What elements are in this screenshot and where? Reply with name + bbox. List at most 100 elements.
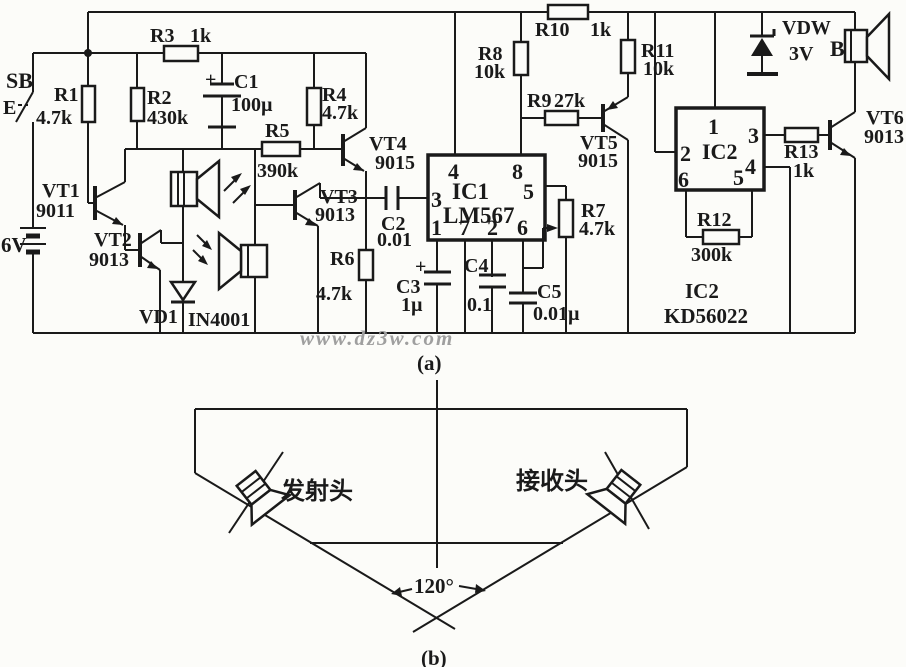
r7-name: R7 [581,200,605,222]
c1-value: 100µ [231,94,273,116]
speaker-label: B [830,36,845,61]
vt1-name: VT1 [42,180,80,202]
ic2-box [674,106,766,192]
vt2-emitter-arrow-icon [147,261,158,269]
r13-name: R13 [784,141,818,163]
ic1-pin3: 3 [431,187,442,212]
angle-label: 120° [414,574,454,598]
r12-name: R12 [697,209,731,231]
r5-name: R5 [265,120,289,142]
potentiometer-r7 [557,198,575,239]
junction-dot [84,49,92,57]
vdw-value: 3V [789,43,814,65]
vd1-name: VD1 [139,306,178,328]
resistor-r10 [546,3,590,21]
c3-value: 1µ [401,294,423,316]
ic2-pin6: 6 [678,167,689,192]
ic2-pin1: 1 [708,114,719,139]
sb-label: SB [6,68,33,93]
r11-value: 10k [643,58,675,80]
speaker-icon [843,10,891,83]
resistor-r8 [512,40,530,77]
receive-head-icon [584,468,643,527]
c5-name: C5 [537,281,561,303]
r6-name: R6 [330,248,354,270]
watermark: www.dz3w.com [300,326,454,350]
r11-name: R11 [641,40,674,62]
ic1-model: LM567 [443,203,515,228]
vt3-emitter-arrow-icon [305,218,316,226]
r1-name: R1 [54,84,78,106]
r10-value: 1k [590,19,612,41]
transmit-head-icon [234,469,293,528]
vt6-emitter-arrow-icon [840,148,851,156]
ic1-pin2: 2 [487,215,498,240]
ic1-pin7: 7 [459,215,470,240]
ic1-pin4: 4 [448,159,459,184]
switch-blade [15,91,34,123]
ic1-pin8: 8 [512,159,523,184]
ic2-inner-name: IC2 [702,139,737,164]
capacitor-c3 [424,270,451,286]
r2-value: 430k [147,107,189,129]
switch-actuator-label: E [3,97,16,119]
ic1-name: IC1 [452,179,489,204]
vt1-emitter-arrow-icon [112,217,123,225]
r6-value: 4.7k [316,283,353,305]
receive-head-label: 接收头 [516,467,588,495]
circuit-wires [32,11,856,334]
r3-name: R3 [150,25,174,47]
diode-vd1 [168,280,198,304]
ic2-ref: IC2 [685,279,719,303]
resistor-r1 [80,84,97,124]
vdw-name: VDW [782,17,831,39]
r13-value: 1k [793,160,815,182]
capacitor-c4 [479,273,506,289]
r1-value: 4.7k [36,107,73,129]
capacitor-c2 [384,186,400,210]
r12-value: 300k [691,244,733,266]
ic2-pin2: 2 [680,141,691,166]
r2-name: R2 [147,87,171,109]
section-b-label: (b) [421,646,447,667]
vt3-model: 9013 [315,204,355,226]
resistor-r11 [619,38,637,75]
ultrasonic-transmitter-icon [169,158,251,220]
r4-value: 4.7k [322,102,359,124]
capacitor-c5 [509,291,537,305]
r3-value: 1k [190,25,212,47]
c3-name: C3 [396,276,420,298]
r8-value: 10k [474,61,506,83]
r4-name: R4 [322,84,346,106]
r10-name: R10 [535,19,569,41]
r7-value: 4.7k [579,218,616,240]
c1-polarity: + [205,69,216,91]
vt6-model: 9013 [864,126,904,148]
section-a-label: (a) [417,351,442,375]
resistor-r13 [783,126,820,144]
vt2-model: 9013 [89,249,129,271]
vd1-model: IN4001 [188,309,250,331]
resistor-r5 [260,140,302,158]
ic2-model: KD56022 [664,304,748,328]
ic1-box [426,153,547,242]
vt4-model: 9015 [375,152,415,174]
resistor-r2 [129,86,146,123]
r8-name: R8 [478,43,502,65]
vt6-name: VT6 [866,107,904,129]
vt3-name: VT3 [320,186,358,208]
vt2-name: VT2 [94,229,132,251]
c5-value: 0.01µ [533,303,580,325]
r9-name: R9 [527,90,551,112]
resistor-r6 [357,248,375,282]
switch-sb [15,91,34,123]
zener-vdw [747,29,778,76]
resistor-r12 [701,228,741,246]
c1-name: C1 [234,71,258,93]
vt5-emitter-arrow-icon [607,101,618,110]
vt4-emitter-arrow-icon [353,163,364,171]
r9-value: 27k [554,90,586,112]
battery-symbol [20,227,46,255]
ic1-pin1: 1 [431,215,442,240]
